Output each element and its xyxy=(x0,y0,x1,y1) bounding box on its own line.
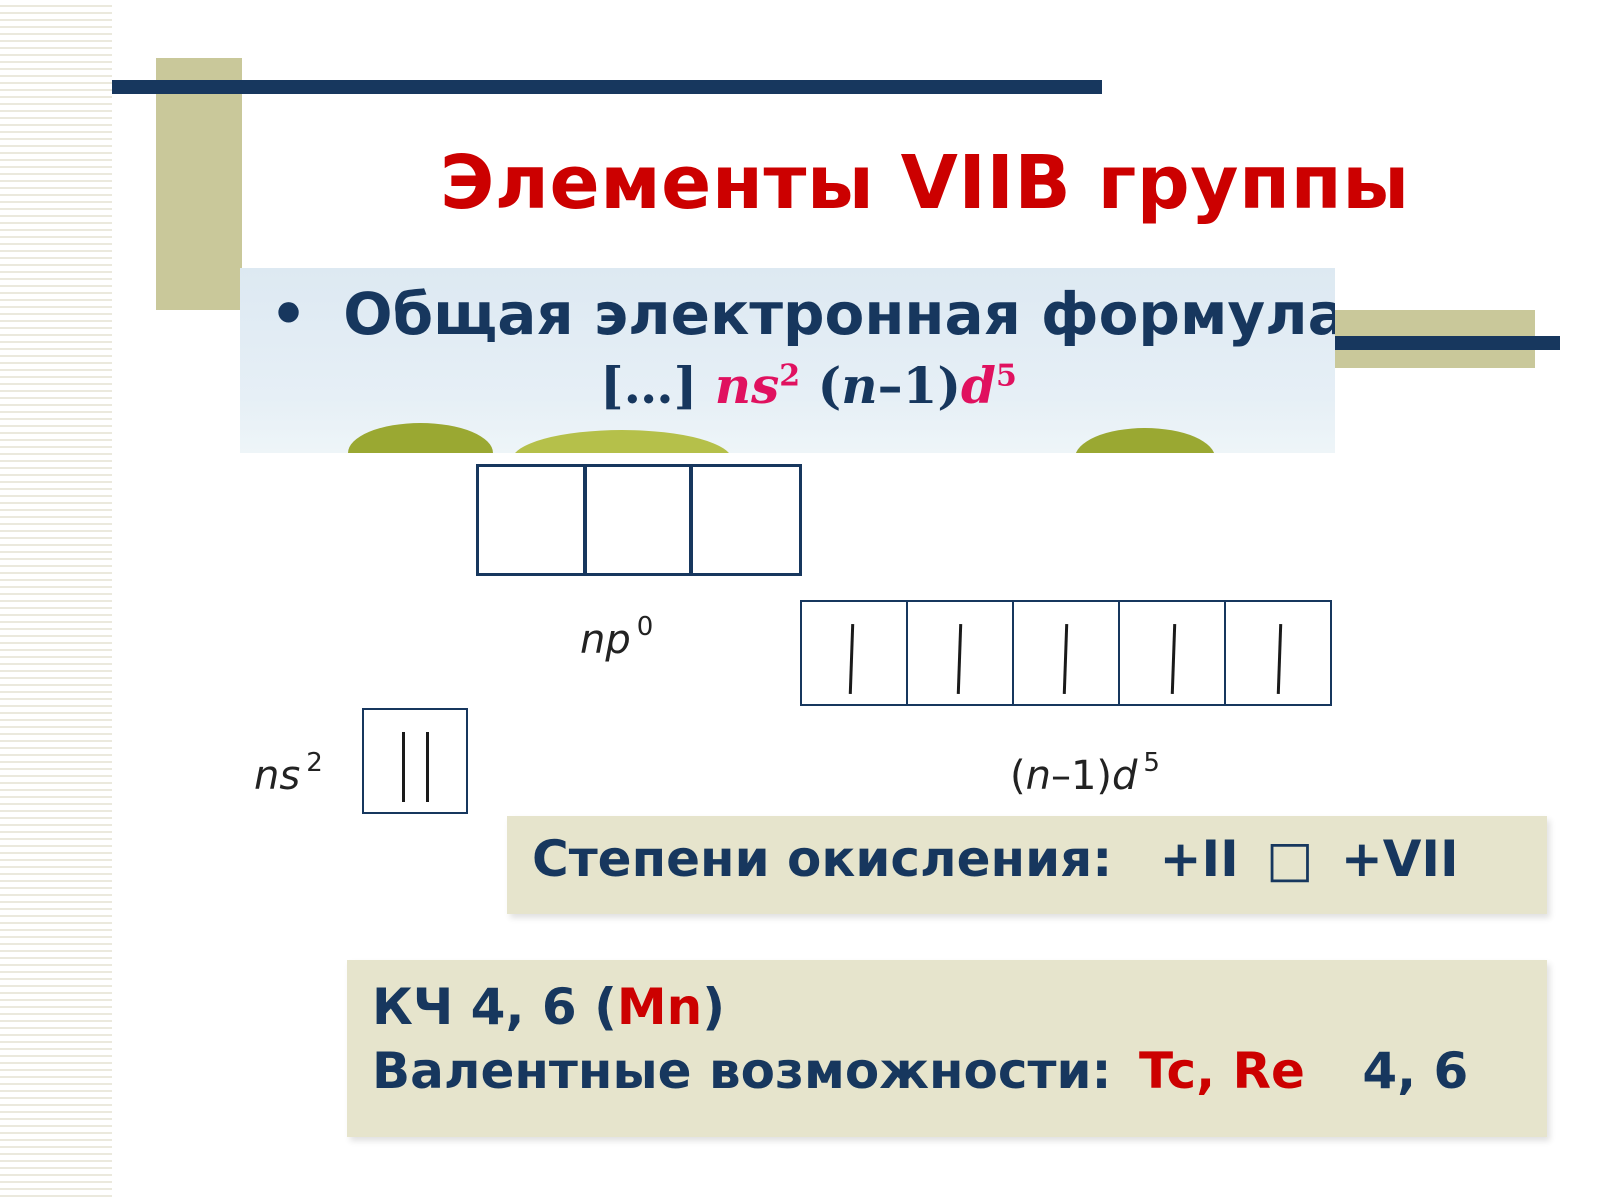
formula-d-sup: 5 xyxy=(996,358,1017,394)
coordination-box: КЧ 4, 6 (Mn) Валентные возможности: Tc, … xyxy=(347,960,1547,1137)
formula-prefix: […] xyxy=(600,356,698,415)
np-label-sup: 0 xyxy=(636,612,654,642)
hill-middle xyxy=(512,430,732,453)
hill-right xyxy=(1075,428,1215,453)
oxidation-label: Степени окисления: xyxy=(532,830,1113,888)
electron-formula: […] ns2 (n–1)d5 xyxy=(600,356,1017,415)
kch-line: КЧ 4, 6 (Mn) xyxy=(372,978,725,1036)
formula-heading-text: Общая электронная формула: xyxy=(343,280,1335,348)
np-cell xyxy=(476,464,586,576)
electron-arrow xyxy=(1062,623,1069,695)
d-label-mid: –1) xyxy=(1050,753,1113,799)
d-cell xyxy=(906,600,1014,706)
d-cell xyxy=(1012,600,1120,706)
formula-ns-sup: 2 xyxy=(779,358,801,394)
np-orbital-cells xyxy=(476,464,802,576)
formula-paren: ( xyxy=(817,356,842,415)
hill-left xyxy=(348,423,493,453)
navy-top-line xyxy=(112,80,1102,94)
formula-minus-one: –1) xyxy=(877,356,962,415)
formula-ns: ns xyxy=(714,356,780,415)
formula-heading: • Общая электронная формула: xyxy=(270,280,1335,348)
formula-d: d xyxy=(961,356,997,415)
valence-elements: Tc, Re xyxy=(1138,1042,1305,1100)
ns-orbital-cell xyxy=(362,708,468,814)
np-cell xyxy=(690,464,802,576)
electron-arrow xyxy=(848,623,855,695)
oxidation-from: +II xyxy=(1159,830,1239,888)
d-cell xyxy=(1118,600,1226,706)
d-label-d: d xyxy=(1112,753,1138,799)
valence-line: Валентные возможности: Tc, Re 4, 6 xyxy=(372,1042,1468,1100)
valence-label: Валентные возможности: xyxy=(372,1042,1112,1100)
electron-arrow xyxy=(1276,623,1283,695)
ns-label-text: ns xyxy=(254,753,301,799)
slide-title: Элементы VIIB группы xyxy=(440,140,1410,226)
olive-vertical-bar xyxy=(156,58,242,310)
d-orbital-cells xyxy=(800,600,1332,706)
navy-right-line xyxy=(1335,336,1560,350)
d-cell xyxy=(1224,600,1332,706)
d-label-n: n xyxy=(1025,753,1051,799)
d-cell xyxy=(800,600,908,706)
oxidation-box: Степени окисления: +II □ +VII xyxy=(507,816,1547,914)
electron-arrow xyxy=(956,623,963,695)
kch-prefix: КЧ 4, 6 ( xyxy=(372,978,617,1036)
electron-arrow xyxy=(426,732,429,802)
bullet-mark: • xyxy=(270,280,308,348)
oxidation-line: Степени окисления: +II □ +VII xyxy=(532,830,1459,888)
np-cell xyxy=(584,464,692,576)
np-label-text: np xyxy=(580,617,631,663)
electron-arrow xyxy=(402,732,405,802)
kch-element: Mn xyxy=(616,978,703,1036)
ns-label-sup: 2 xyxy=(306,748,323,778)
striped-margin xyxy=(0,0,112,1200)
d-label-open: ( xyxy=(1010,753,1026,799)
d-label-sup: 5 xyxy=(1143,748,1160,778)
kch-suffix: ) xyxy=(702,978,726,1036)
oxidation-separator: □ xyxy=(1266,830,1314,888)
formula-box: • Общая электронная формула: […] ns2 (n–… xyxy=(240,268,1335,453)
oxidation-to: +VII xyxy=(1340,830,1459,888)
formula-n: n xyxy=(841,356,878,415)
valence-values: 4, 6 xyxy=(1362,1042,1469,1100)
electron-arrow xyxy=(1170,623,1177,695)
ns-cell xyxy=(362,708,468,814)
